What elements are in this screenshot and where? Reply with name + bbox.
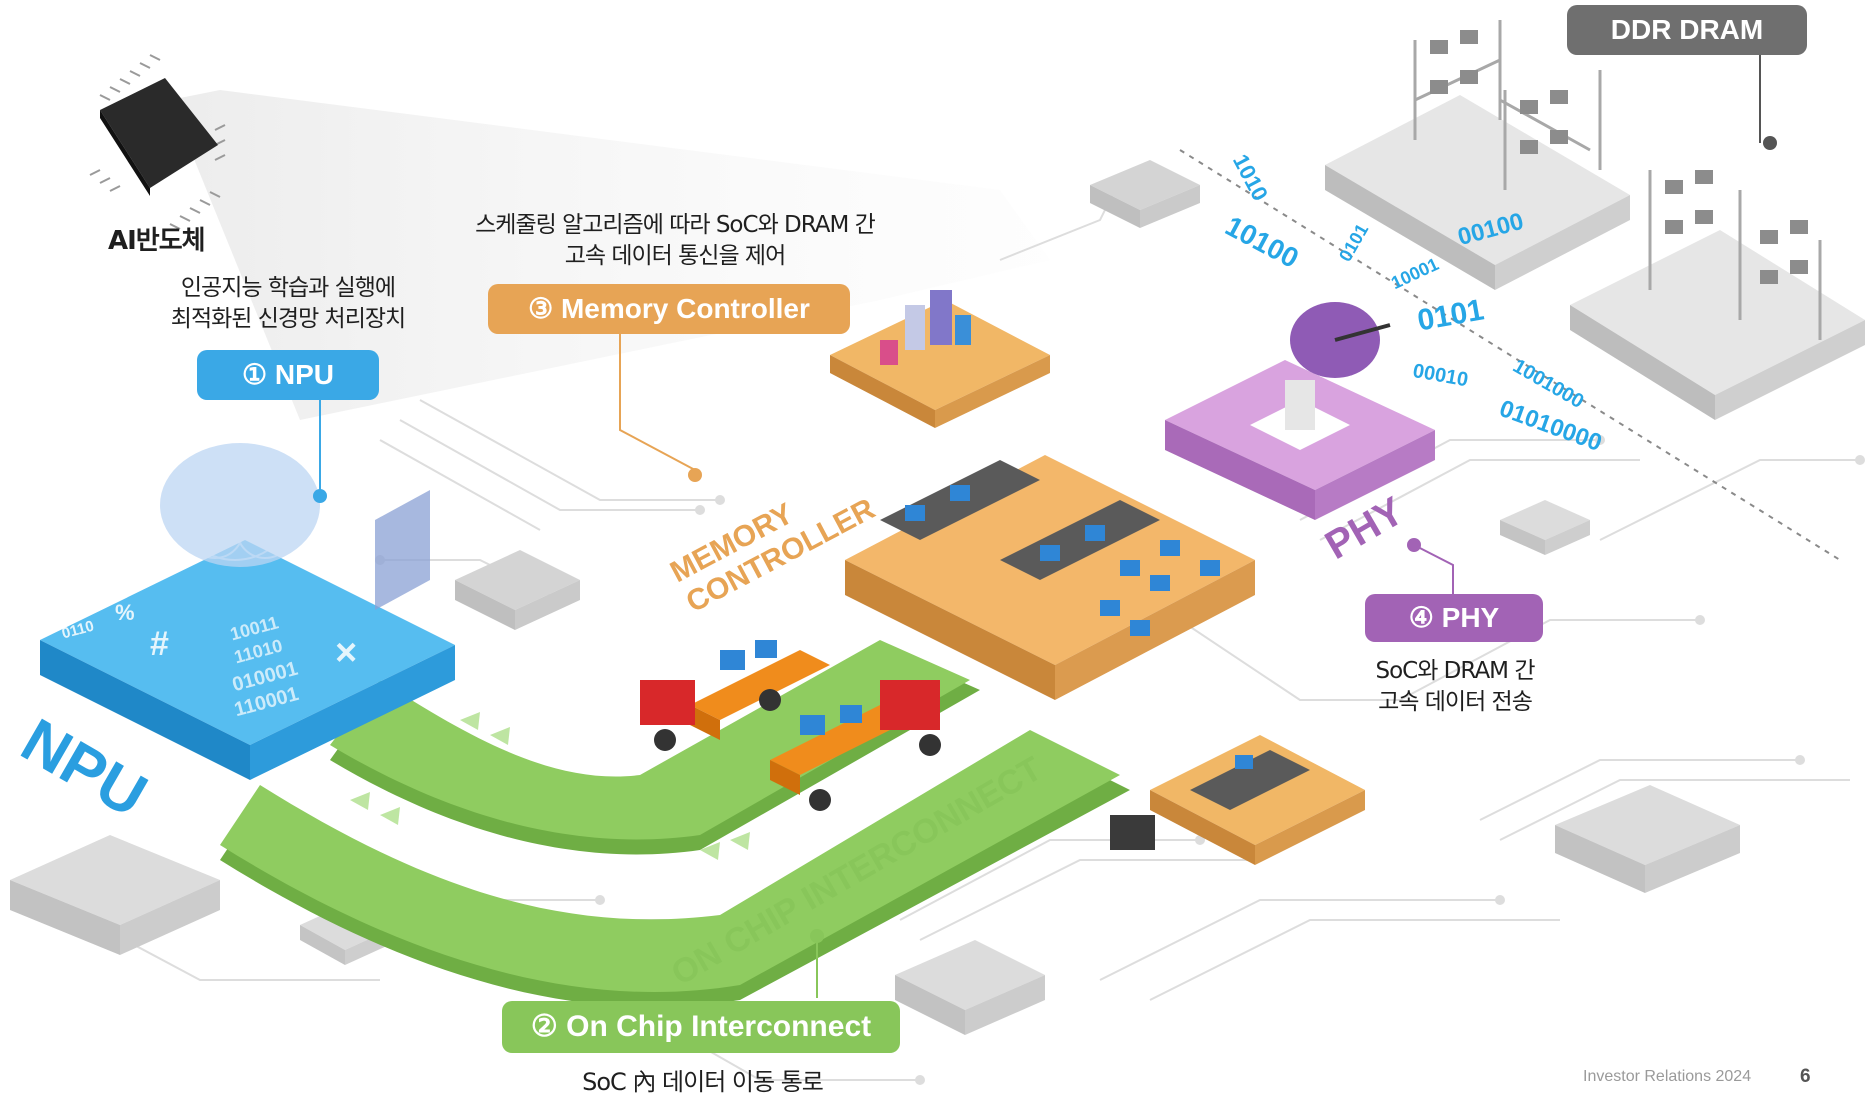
memory-controller-pill: ③ Memory Controller <box>488 284 850 334</box>
truck-1-icon <box>640 640 830 751</box>
phy-description: SoC와 DRAM 간 고속 데이터 전송 <box>1340 656 1570 718</box>
interconnect-description: SoC 內 데이터 이동 통로 <box>582 1068 824 1096</box>
ai-chip-icon <box>89 54 226 230</box>
description-line: 스케줄링 알고리즘에 따라 SoC와 DRAM 간 <box>475 212 876 238</box>
dram-pill: DDR DRAM <box>1567 5 1807 55</box>
footer-text: Investor Relations 2024 <box>1583 1068 1752 1085</box>
leader-lines <box>319 52 1761 998</box>
brain-icon <box>160 443 320 567</box>
npu-description: 인공지능 학습과 실행에 최적화된 신경망 처리장치 <box>148 273 428 335</box>
decorative-tiles <box>10 160 1740 1035</box>
description-line: 인공지능 학습과 실행에 <box>180 275 396 301</box>
chip-title: AI반도체 <box>108 226 206 256</box>
page-number: 6 <box>1800 1066 1811 1087</box>
truck-2-icon <box>770 680 941 811</box>
dram-platform-1 <box>1325 20 1630 290</box>
gray-tile <box>1090 160 1200 228</box>
dram-platform-2 <box>1570 170 1865 420</box>
memory-controller-description: 스케줄링 알고리즘에 따라 SoC와 DRAM 간 고속 데이터 통신을 제어 <box>455 210 895 272</box>
dram-dashed-line <box>1179 149 1841 561</box>
description-line: SoC와 DRAM 간 <box>1375 658 1535 684</box>
scheduling-island <box>830 290 1050 428</box>
gray-tile <box>1555 785 1740 893</box>
phy-platform <box>1165 302 1435 520</box>
loading-island <box>1110 735 1365 865</box>
gray-tile <box>455 550 580 630</box>
description-line: 고속 데이터 통신을 제어 <box>564 243 787 269</box>
gray-tile <box>895 940 1045 1035</box>
hash-icon: # <box>150 625 169 663</box>
phy-pill: ④ PHY <box>1365 594 1543 642</box>
npu-pill: ① NPU <box>197 350 379 400</box>
hologram-chart-icon <box>375 490 430 610</box>
multiply-icon: × <box>335 632 357 674</box>
interconnect-pill: ② On Chip Interconnect <box>502 1001 900 1053</box>
gray-tile <box>10 835 220 955</box>
leader-dots <box>313 136 1777 943</box>
gray-tile <box>1500 500 1590 555</box>
forklift-icon <box>1110 815 1155 850</box>
npu-platform: × × # % <box>40 439 455 780</box>
multiply-icon: × <box>85 518 112 570</box>
interconnect-road <box>220 640 1130 1008</box>
memory-controller-platform <box>845 455 1255 700</box>
description-line: 고속 데이터 전송 <box>1378 689 1533 715</box>
percent-icon: % <box>115 600 135 625</box>
description-line: 최적화된 신경망 처리장치 <box>170 306 406 332</box>
chip-beam <box>170 90 1050 420</box>
